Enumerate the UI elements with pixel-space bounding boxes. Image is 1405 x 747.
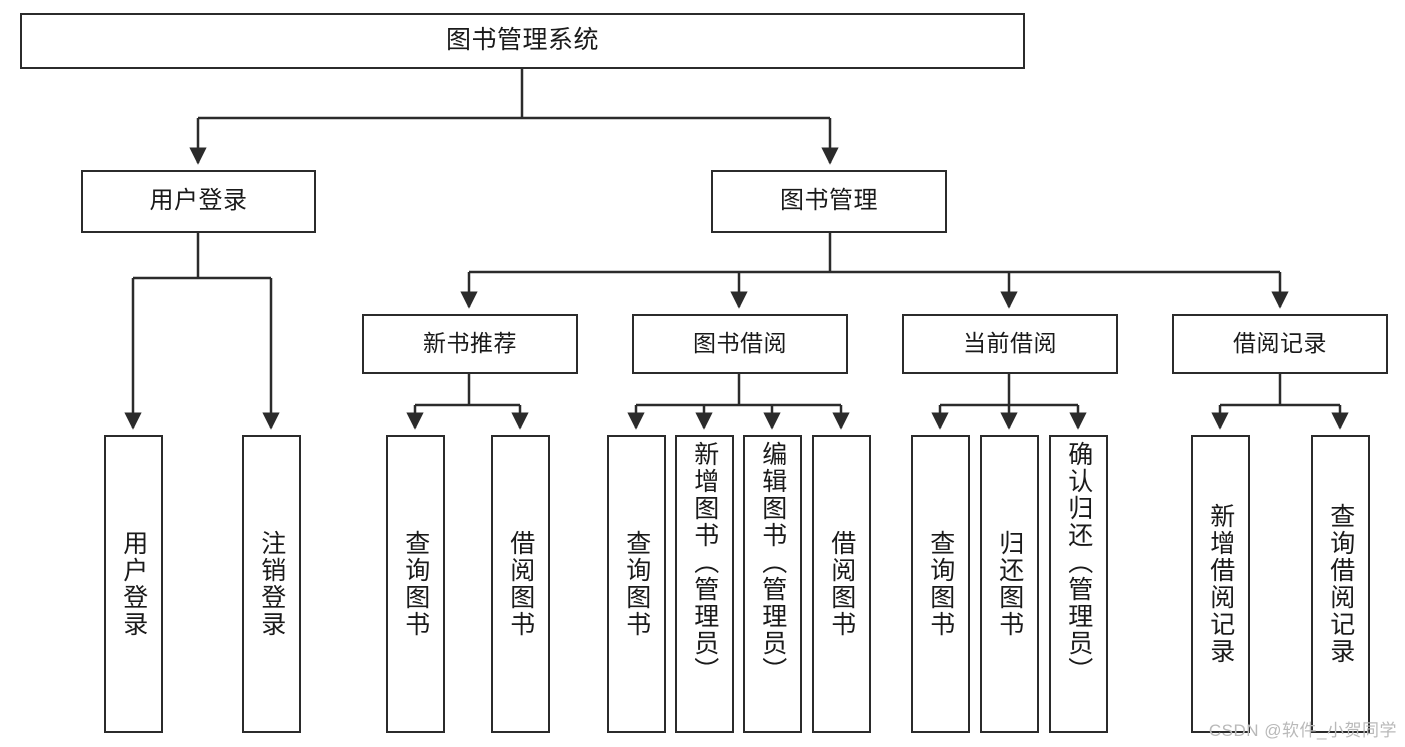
node-book-borrow[interactable]: 图书借阅 (632, 314, 848, 374)
leaf-borrow-book-recommend[interactable]: 借阅图书 (491, 435, 550, 733)
leaf-edit-book-admin[interactable]: 编辑图书（管理员） (743, 435, 802, 733)
leaf-add-book-admin[interactable]: 新增图书（管理员） (675, 435, 734, 733)
node-label: 借阅记录 (1233, 330, 1327, 357)
node-label: 归还图书 (995, 530, 1024, 638)
node-label: 用户登录 (149, 187, 248, 215)
node-label: 注销登录 (257, 530, 286, 638)
node-label: 借阅图书 (506, 530, 535, 638)
node-user-login[interactable]: 用户登录 (81, 170, 316, 233)
node-label: 图书管理系统 (445, 26, 599, 55)
leaf-query-borrow-record[interactable]: 查询借阅记录 (1311, 435, 1370, 733)
node-label: 图书管理 (780, 187, 878, 215)
node-root-system[interactable]: 图书管理系统 (20, 13, 1025, 69)
leaf-query-book-borrow[interactable]: 查询图书 (607, 435, 666, 733)
node-label: 确认归还（管理员） (1064, 441, 1093, 684)
node-label: 新书推荐 (423, 330, 517, 357)
node-label: 图书借阅 (693, 330, 787, 357)
leaf-confirm-return-admin[interactable]: 确认归还（管理员） (1049, 435, 1108, 733)
leaf-logout[interactable]: 注销登录 (242, 435, 301, 733)
node-label: 借阅图书 (827, 530, 856, 638)
node-current-borrow[interactable]: 当前借阅 (902, 314, 1118, 374)
node-label: 新增借阅记录 (1206, 503, 1235, 665)
node-label: 查询图书 (401, 530, 430, 638)
node-new-book-recommend[interactable]: 新书推荐 (362, 314, 578, 374)
leaf-query-book-recommend[interactable]: 查询图书 (386, 435, 445, 733)
node-book-management[interactable]: 图书管理 (711, 170, 947, 233)
node-label: 查询图书 (622, 530, 651, 638)
leaf-borrow-book[interactable]: 借阅图书 (812, 435, 871, 733)
node-label: 查询借阅记录 (1326, 503, 1355, 665)
node-label: 当前借阅 (963, 330, 1057, 357)
node-label: 查询图书 (926, 530, 955, 638)
leaf-return-book[interactable]: 归还图书 (980, 435, 1039, 733)
leaf-user-login[interactable]: 用户登录 (104, 435, 163, 733)
node-label: 编辑图书（管理员） (758, 441, 787, 684)
leaf-query-book-current[interactable]: 查询图书 (911, 435, 970, 733)
node-label: 用户登录 (119, 530, 148, 638)
node-borrow-records[interactable]: 借阅记录 (1172, 314, 1388, 374)
leaf-add-borrow-record[interactable]: 新增借阅记录 (1191, 435, 1250, 733)
watermark-credit: CSDN @软件_小贺同学 (1208, 721, 1397, 740)
node-label: 新增图书（管理员） (690, 441, 719, 684)
